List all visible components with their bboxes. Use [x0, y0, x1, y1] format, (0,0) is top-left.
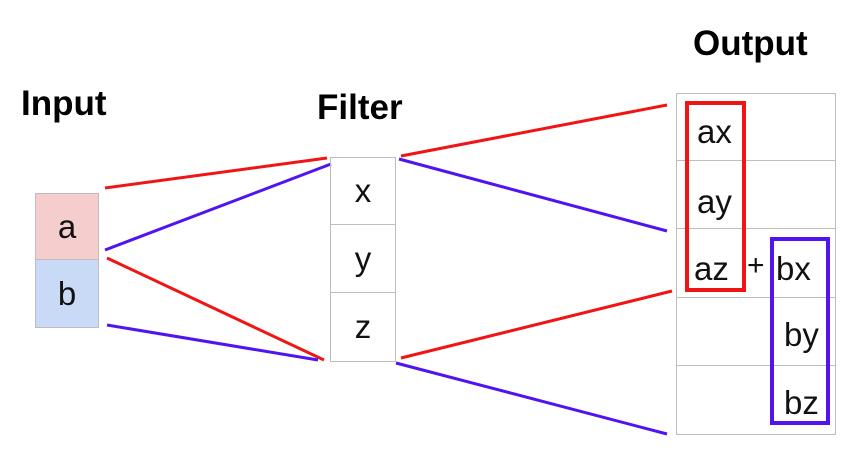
red-line-filter-top-to-output — [400, 103, 668, 158]
output-heading: Output — [693, 24, 808, 63]
output-ay: ay — [697, 183, 732, 220]
blue-line-a-to-filter-top — [104, 162, 332, 252]
output-row-1 — [676, 93, 836, 161]
output-bz: bz — [784, 384, 819, 421]
red-line-a-to-filter-top — [104, 156, 328, 190]
blue-lines — [104, 157, 668, 436]
output-ax: ax — [697, 113, 732, 150]
input-cell-b: b — [35, 260, 99, 328]
input-cell-a: a — [35, 193, 99, 260]
output-row-2 — [676, 161, 836, 229]
filter-cell-y: y — [330, 225, 396, 293]
blue-highlight-box — [770, 237, 830, 425]
red-line-filter-bottom-to-output — [400, 289, 673, 360]
blue-line-filter-bottom-to-output — [395, 361, 668, 436]
output-row-3 — [676, 229, 836, 298]
output-az: az — [694, 250, 729, 287]
plus-sign: + — [747, 249, 765, 282]
output-by: by — [784, 316, 819, 353]
output-row-5 — [676, 366, 836, 435]
red-highlight-box — [685, 101, 746, 292]
output-row-4 — [676, 298, 836, 366]
input-heading: Input — [21, 84, 107, 123]
red-lines — [104, 103, 673, 362]
red-line-b-to-filter-bottom — [106, 256, 325, 362]
filter-cell-z: z — [330, 293, 396, 362]
blue-line-b-to-filter-bottom — [106, 323, 319, 362]
output-bx: bx — [776, 250, 811, 287]
blue-line-filter-top-to-output — [398, 157, 668, 233]
filter-cell-x: x — [330, 157, 396, 225]
filter-heading: Filter — [317, 88, 403, 127]
